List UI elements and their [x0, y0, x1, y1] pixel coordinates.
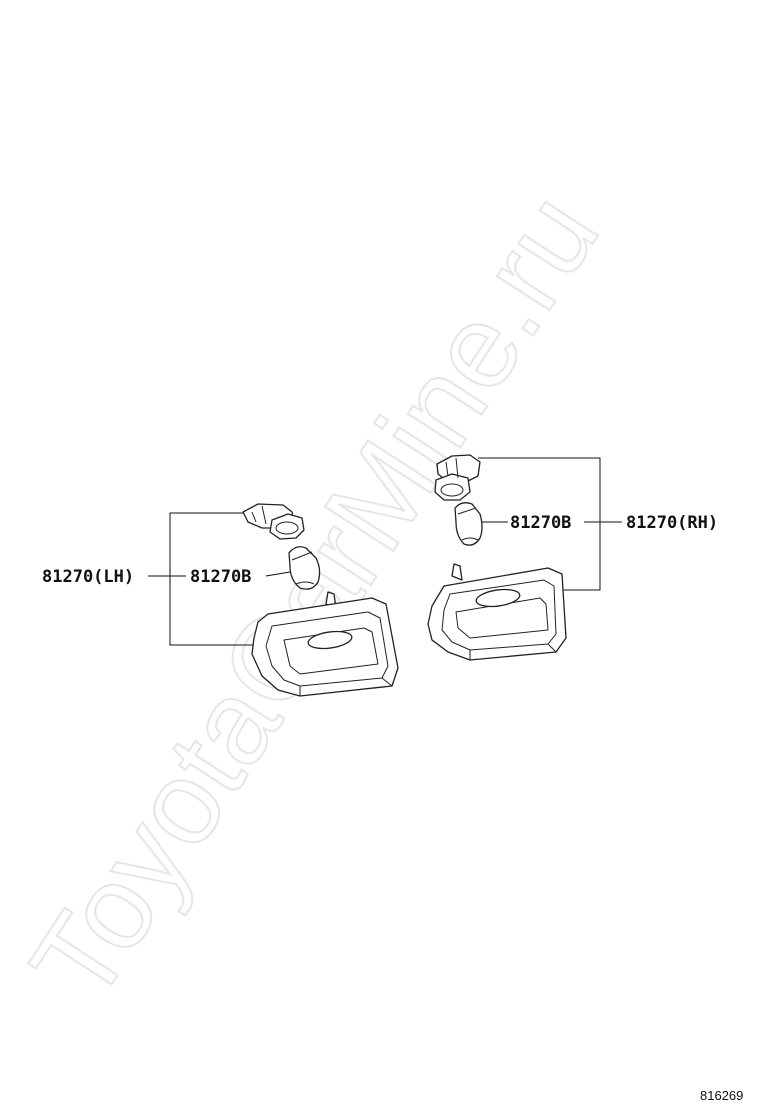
rh-assembly-label: 81270(RH)	[626, 513, 718, 533]
lh-assembly-label: 81270(LH)	[42, 567, 134, 587]
lh-socket-icon	[242, 503, 305, 540]
rh-bracket-leader	[478, 457, 601, 591]
rh-bulb-icon	[454, 502, 483, 546]
lh-bulb-icon	[288, 546, 321, 590]
diagram-id: 816269	[700, 1088, 743, 1103]
lh-lamp-housing-icon	[251, 591, 399, 697]
rh-socket-icon	[434, 454, 481, 501]
rh-lamp-housing-icon	[427, 563, 567, 661]
lh-lamp-group: 81270(LH) 81270B	[42, 503, 399, 697]
rh-bulb-label: 81270B	[510, 513, 571, 533]
rh-lamp-group: 81270B 81270(RH)	[427, 454, 718, 661]
lh-bracket-leader	[169, 512, 255, 646]
lh-bulb-leader	[265, 571, 291, 577]
lh-bulb-label: 81270B	[190, 567, 251, 587]
